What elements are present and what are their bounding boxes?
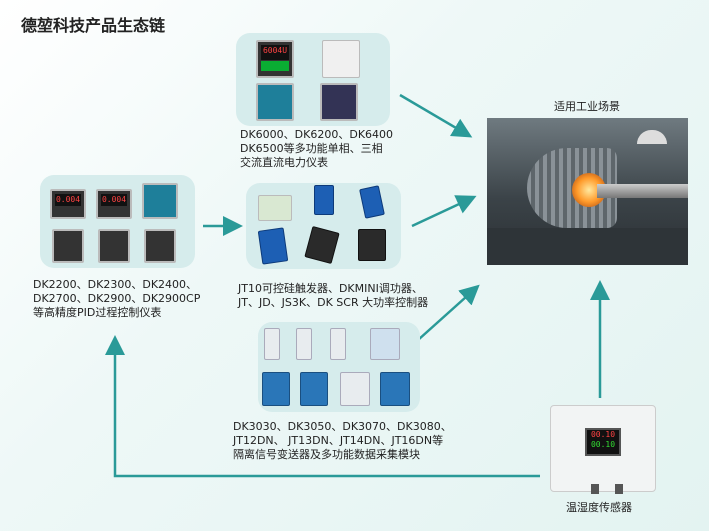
page-title: 德堃科技产品生态链: [21, 16, 166, 35]
caption-line: 交流直流电力仪表: [240, 156, 328, 169]
acquisition-module-image: [340, 372, 370, 406]
meter-image: [256, 83, 294, 121]
controller-image: 0.004: [50, 189, 86, 219]
industrial-scene-image: [487, 118, 688, 265]
caption-line: DK6000、DK6200、DK6400: [240, 128, 394, 141]
caption-line: 隔离信号变送器及多功能数据采集模块: [233, 448, 420, 461]
cable-connector: [615, 484, 623, 494]
caption-line: DK2700、DK2900、DK2900CP: [33, 292, 201, 305]
modules-panel: [258, 322, 420, 412]
power-meter-caption: DK6000、DK6200、DK6400 DK6500等多功能单相、三相 交流直…: [240, 128, 393, 170]
scene-label: 适用工业场景: [554, 100, 620, 113]
power-control-caption: JT10可控硅触发器、DKMINI调功器、 JT、JD、JS3K、DK SCR …: [238, 282, 428, 310]
sensor-reading-bottom: 00.10: [590, 440, 616, 449]
meter-image: [322, 40, 360, 78]
controller-image: [144, 229, 176, 263]
pid-controller-panel: 0.004 0.004: [40, 175, 195, 268]
controller-readout: 0.004: [55, 194, 81, 206]
power-regulator-image: [359, 185, 385, 219]
transmitter-image: [370, 328, 400, 360]
scr-controller-image: [358, 229, 386, 261]
power-regulator-image: [314, 185, 334, 215]
transmitter-image: [296, 328, 312, 360]
arrow-modules-to-scene: [417, 284, 480, 341]
caption-line: JT、JD、JS3K、DK SCR 大功率控制器: [238, 296, 429, 309]
factory-floor: [487, 228, 688, 265]
sensor-label: 温湿度传感器: [566, 501, 632, 514]
caption-line: 等高精度PID过程控制仪表: [33, 306, 162, 319]
caption-line: DK3030、DK3050、DK3070、DK3080、: [233, 420, 452, 433]
caption-line: JT10可控硅触发器、DKMINI调功器、: [238, 282, 423, 295]
meter-screen: [261, 60, 289, 71]
caption-line: JT12DN、 JT13DN、JT14DN、JT16DN等: [233, 434, 444, 447]
cable-connector: [591, 484, 599, 494]
controller-readout: 0.004: [101, 194, 127, 206]
acquisition-module-image: [262, 372, 290, 406]
ceiling-lamp: [637, 130, 667, 144]
controller-image: [142, 183, 178, 219]
power-control-panel: [246, 183, 401, 269]
arrow-sensor-to-pid: [105, 335, 540, 478]
caption-line: DK2200、DK2300、DK2400、: [33, 278, 198, 291]
controller-image: [98, 229, 130, 263]
meter-image: [320, 83, 358, 121]
caption-line: DK6500等多功能单相、三相: [240, 142, 383, 155]
scr-controller-image: [257, 227, 289, 265]
pid-caption: DK2200、DK2300、DK2400、 DK2700、DK2900、DK29…: [33, 278, 200, 320]
acquisition-module-image: [380, 372, 410, 406]
transmitter-image: [264, 328, 280, 360]
meter-image: 6004U: [256, 40, 294, 78]
trigger-board-image: [258, 195, 292, 221]
temperature-humidity-sensor-image: 00.10 00.10: [550, 405, 656, 494]
scr-controller-image: [304, 225, 340, 265]
meter-readout: 6004U: [261, 45, 289, 61]
acquisition-module-image: [300, 372, 328, 406]
arrow-meters-to-scene: [399, 93, 473, 138]
sensor-display: 00.10 00.10: [585, 428, 621, 456]
arrow-power-to-scene: [411, 195, 477, 228]
controller-image: 0.004: [96, 189, 132, 219]
modules-caption: DK3030、DK3050、DK3070、DK3080、 JT12DN、 JT1…: [233, 420, 452, 462]
controller-image: [52, 229, 84, 263]
transmitter-image: [330, 328, 346, 360]
sensor-reading-top: 00.10: [590, 430, 616, 439]
pipe: [597, 184, 688, 198]
power-meter-panel: 6004U: [236, 33, 390, 126]
